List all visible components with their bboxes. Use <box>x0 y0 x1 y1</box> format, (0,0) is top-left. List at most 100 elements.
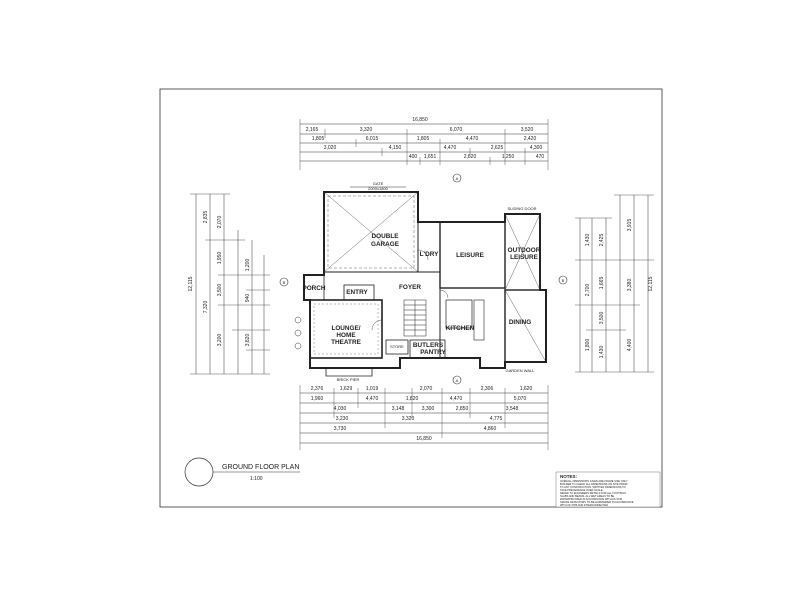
dim-label: 3,730 <box>334 426 347 432</box>
dim-label: 3,548 <box>506 406 519 412</box>
room-store: STORE <box>390 344 404 349</box>
overall-width-bottom: 16,850 <box>416 436 432 442</box>
section-marker-b-right: B <box>558 275 568 285</box>
room-porch: PORCH <box>302 285 325 292</box>
gate-marker: GATE <box>350 181 406 188</box>
bottom-row5: 3,730 4,860 <box>334 426 497 432</box>
dim-label: 2,070 <box>420 386 433 392</box>
room-outdoor-leisure-line1: OUTDOOR <box>508 247 541 254</box>
dim-label: 3,820 <box>245 334 251 347</box>
dim-label: 1,430 <box>599 346 605 359</box>
bottom-dimensions <box>299 385 549 450</box>
dim-label: 1,629 <box>340 386 353 392</box>
dim-label: 1,800 <box>585 339 591 352</box>
note-line: OVERALL DIMENSIONS GIVEN ARE FRAME SIZE … <box>560 479 628 483</box>
plan-scale: 1:100 <box>250 476 263 482</box>
note-line: SLABS AND BEAMS. ALL WET AREAS TO BE <box>560 494 615 498</box>
sheet-border <box>159 88 663 508</box>
dim-label: 4,470 <box>450 396 463 402</box>
dim-label: 3,148 <box>392 406 405 412</box>
right-dimensions <box>575 194 654 373</box>
dim-label: 6,070 <box>450 127 463 133</box>
room-lounge-line2: HOME <box>336 332 356 339</box>
dim-label: 1,960 <box>311 396 324 402</box>
dim-label: 400 <box>409 154 418 160</box>
dim-label: 3,380 <box>627 279 633 292</box>
dim-label: 2,850 <box>456 406 469 412</box>
bottom-row3: 4,030 3,148 3,300 2,850 3,548 <box>334 406 519 412</box>
left-col2: 2,070 1,950 3,500 3,200 <box>217 216 223 347</box>
room-butlers-line2: PANTRY <box>420 349 446 356</box>
right-col3: 1,430 2,700 1,800 <box>585 234 591 352</box>
section-marker-a-bottom: A <box>452 375 462 385</box>
bottom-row1: 2,376 1,629 1,019 2,070 2,306 1,620 <box>311 386 533 392</box>
room-leisure: LEISURE <box>456 252 484 259</box>
window-note: 2000x1800 <box>368 186 389 191</box>
room-labels: DOUBLE GARAGE L'DRY LEISURE OUTDOOR LEIS… <box>302 233 540 356</box>
note-line: TO ANY CONSTRUCTION. WRITTEN DIMENSIONS … <box>560 485 626 489</box>
section-a-label: A <box>456 378 459 383</box>
dim-label: 2,425 <box>599 234 605 247</box>
right-col1: 3,915 3,380 4,400 <box>627 219 633 352</box>
room-lounge-line1: LOUNGE/ <box>331 325 360 332</box>
dim-label: 4,150 <box>389 145 402 151</box>
right-col2: 2,425 1,665 3,500 1,430 <box>599 234 605 359</box>
dim-label: 1,620 <box>520 386 533 392</box>
dim-label: 1,820 <box>406 396 419 402</box>
floor-plan <box>303 191 547 377</box>
note-line: TAKE PRECEDENCE OVER SCALE. <box>560 488 604 492</box>
dim-label: 2,165 <box>306 127 319 133</box>
dim-label: 1,805 <box>417 136 430 142</box>
wall-note-right: GARDEN WALL <box>506 368 536 373</box>
room-double-garage-line1: DOUBLE <box>372 233 400 240</box>
dim-label: 2,625 <box>491 145 504 151</box>
dim-label: 3,300 <box>422 406 435 412</box>
dim-label: 2,620 <box>464 154 477 160</box>
dim-label: 1,430 <box>585 234 591 247</box>
notes-title: NOTES: <box>560 474 578 479</box>
dim-label: 940 <box>245 294 251 303</box>
dim-label: 4,400 <box>627 339 633 352</box>
dim-label: 1,651 <box>424 154 437 160</box>
top-dimensions <box>299 119 549 170</box>
section-a-label: A <box>456 176 459 181</box>
notes-box: NOTES: OVERALL DIMENSIONS GIVEN ARE FRAM… <box>555 471 661 508</box>
dim-label: 4,470 <box>366 396 379 402</box>
dim-label: 3,320 <box>402 416 415 422</box>
dim-label: 1,200 <box>245 259 251 272</box>
dim-label: 2,306 <box>481 386 494 392</box>
dim-label: 7,320 <box>203 301 209 314</box>
top-row3: 3,020 4,150 4,470 2,625 4,300 <box>324 145 543 151</box>
dim-label: 4,300 <box>530 145 543 151</box>
dim-label: 3,320 <box>360 127 373 133</box>
overall-width-top: 16,850 <box>412 117 428 123</box>
bottom-row4: 3,230 3,320 4,775 <box>336 416 503 422</box>
overall-depth-left: 12,115 <box>188 276 194 291</box>
note-line: REFER TO ENGINEERS DETAILS FOR ALL FOOTI… <box>560 491 626 495</box>
room-butlers-line1: BUTLERS <box>413 342 444 349</box>
dim-label: 3,520 <box>521 127 534 133</box>
room-entry: ENTRY <box>346 289 368 296</box>
grid-markers-left <box>294 316 302 350</box>
dim-label: 6,015 <box>366 136 379 142</box>
section-b-label: B <box>283 280 286 285</box>
dim-label: 2,376 <box>311 386 324 392</box>
dim-label: 2,835 <box>203 211 209 224</box>
section-marker-b-left: B <box>279 277 289 287</box>
note-line: WITH AS 3786 AND INTERCONNECTED <box>560 503 608 507</box>
room-lounge-line3: THEATRE <box>331 339 361 346</box>
dim-label: 2,700 <box>585 284 591 297</box>
overall-depth-right: 12,115 <box>648 276 654 291</box>
room-foyer: FOYER <box>399 284 421 291</box>
gate-label: GATE <box>373 181 384 186</box>
dim-label: 3,020 <box>324 145 337 151</box>
dim-label: 2,420 <box>524 136 537 142</box>
room-dining: DINING <box>509 319 531 326</box>
section-marker-a-top: A <box>452 173 462 183</box>
room-outdoor-leisure-line2: LEISURE <box>510 254 538 261</box>
dim-label: 5,070 <box>514 396 527 402</box>
title-circle <box>184 457 214 487</box>
top-row2: 1,805 6,015 1,805 4,470 2,420 <box>312 136 537 142</box>
note-line: BUILDER TO CHECK ALL DIMENSIONS ON SITE … <box>560 482 628 486</box>
